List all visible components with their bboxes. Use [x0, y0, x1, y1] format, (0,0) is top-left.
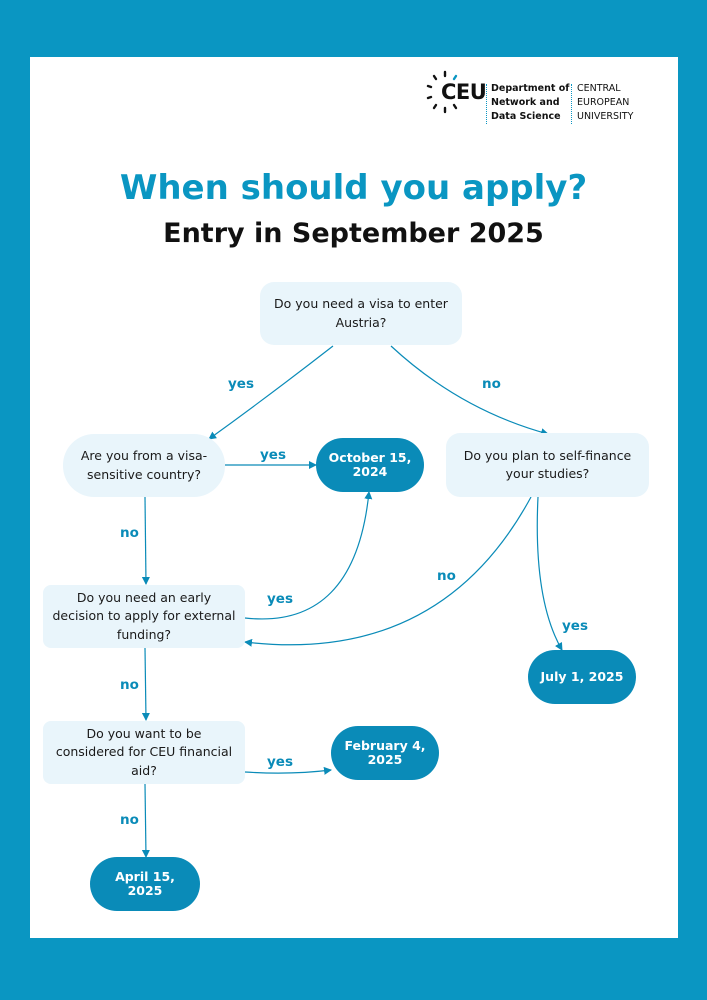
- arrow-self-yes: [536, 496, 563, 651]
- deadline-april-15-2025: April 15, 2025: [90, 857, 200, 911]
- edge-label-sensitive-yes: yes: [260, 447, 286, 463]
- arrow-aid-no: [141, 783, 150, 858]
- logo-university: CENTRAL EUROPEAN UNIVERSITY: [577, 82, 633, 124]
- arrow-early-no: [141, 647, 150, 721]
- deadline-october-text: October 15, 2024: [328, 450, 412, 479]
- poster-card: [30, 57, 678, 938]
- question-visa-sensitive-text: Are you from a visa-sensitive country?: [80, 448, 208, 482]
- logo-department-line: Network and: [491, 97, 560, 108]
- logo-university-line: EUROPEAN: [577, 97, 630, 108]
- deadline-july-1-2025: July 1, 2025: [528, 650, 636, 704]
- page-title: When should you apply?: [119, 168, 588, 208]
- edge-label-early-no: no: [120, 677, 139, 693]
- edge-label-early-yes: yes: [267, 591, 293, 607]
- question-early-decision-text: Do you need an early decision to apply f…: [52, 590, 236, 642]
- question-early-decision: Do you need an early decision to apply f…: [43, 585, 245, 648]
- question-self-finance-text: Do you plan to self-finance your studies…: [463, 447, 632, 481]
- arrow-early-yes: [244, 491, 373, 620]
- deadline-april-text: April 15, 2025: [115, 869, 175, 898]
- logo-university-line: CENTRAL: [577, 83, 621, 94]
- deadline-october-15-2024: October 15, 2024: [316, 438, 424, 492]
- question-self-finance: Do you plan to self-finance your studies…: [446, 433, 649, 497]
- question-visa: Do you need a visa to enter Austria?: [260, 282, 462, 345]
- arrow-visa-no: [390, 345, 549, 437]
- question-financial-aid: Do you want to be considered for CEU fin…: [43, 721, 245, 784]
- deadline-july-text: July 1, 2025: [540, 669, 624, 685]
- edge-label-sensitive-no: no: [120, 525, 139, 541]
- logo-divider: [571, 84, 572, 124]
- deadline-february-4-2025: February 4, 2025: [331, 726, 439, 780]
- edge-label-visa-no: no: [482, 376, 501, 392]
- arrow-aid-yes: [244, 766, 332, 775]
- ceu-logo-icon: [426, 70, 458, 114]
- question-financial-aid-text: Do you want to be considered for CEU fin…: [55, 726, 233, 778]
- arrow-visa-yes: [208, 345, 334, 440]
- logo-department: Department of Network and Data Science: [491, 82, 569, 124]
- edge-label-aid-yes: yes: [267, 754, 293, 770]
- arrow-self-no: [244, 496, 532, 647]
- arrow-sensitive-no: [141, 496, 150, 585]
- edge-label-aid-no: no: [120, 812, 139, 828]
- question-visa-sensitive: Are you from a visa-sensitive country?: [63, 434, 225, 497]
- logo-department-line: Department of: [491, 83, 570, 94]
- edge-label-visa-yes: yes: [228, 376, 254, 392]
- logo-mark: CEU: [441, 80, 487, 104]
- logo-university-line: UNIVERSITY: [577, 111, 634, 122]
- edge-label-self-no: no: [437, 568, 456, 584]
- edge-label-self-yes: yes: [562, 618, 588, 634]
- question-visa-text: Do you need a visa to enter Austria?: [274, 296, 448, 330]
- deadline-february-text: February 4, 2025: [344, 738, 426, 767]
- logo-department-line: Data Science: [491, 111, 561, 122]
- logo-divider: [486, 84, 487, 124]
- page-subtitle: Entry in September 2025: [163, 218, 544, 249]
